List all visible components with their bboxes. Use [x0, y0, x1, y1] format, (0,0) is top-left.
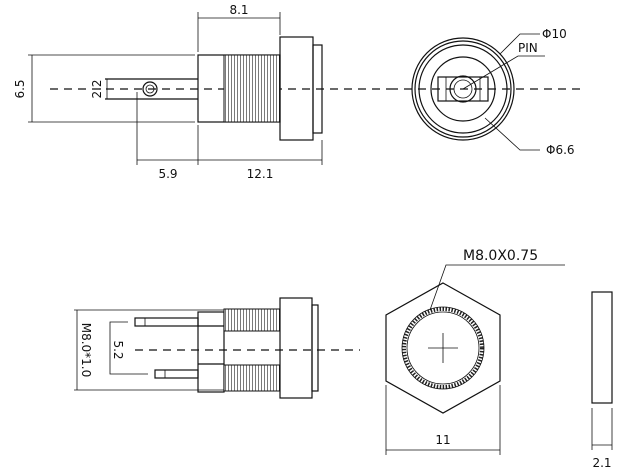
outer-circle [411, 37, 515, 141]
hex-nut [385, 282, 501, 414]
thread-lower [223, 364, 281, 392]
label-outer-diameter: Φ10 [542, 27, 567, 41]
flange [279, 297, 313, 399]
nut-front-view: M8.0X0.75 11 [385, 248, 565, 455]
dim-pin-hole: 2.2 [90, 79, 104, 98]
pin-upper [134, 317, 199, 327]
pin-circle [449, 75, 477, 103]
body [197, 311, 225, 393]
dim-height: 6.5 [13, 79, 27, 98]
pin-hole [142, 81, 158, 97]
nut-thread [402, 307, 484, 389]
dim-nut-thickness: 2.1 [592, 456, 611, 470]
dim-body-length: 8.1 [229, 3, 248, 17]
pin-lower [154, 369, 199, 379]
top-front-view: Φ10 PIN Φ6.6 [390, 27, 580, 157]
thread [223, 54, 281, 123]
nut-side [591, 291, 613, 404]
label-nut-thread: M8.0X0.75 [463, 248, 538, 264]
dim-pin-offset: 5.9 [158, 167, 177, 181]
thread-upper [223, 308, 281, 332]
label-inner-diameter: Φ6.6 [546, 143, 575, 157]
pin-block [437, 76, 489, 102]
dim-pin-spacing: 5.2 [111, 340, 125, 359]
dim-nut-width: 11 [435, 433, 450, 447]
dim-thread: M8.0*1.0 [79, 323, 93, 378]
flange-ring [312, 44, 323, 134]
dim-total-length: 12.1 [247, 167, 274, 181]
nut-side-view: 2.1 [591, 291, 613, 470]
bottom-side-view: M8.0*1.0 5.2 [74, 297, 360, 399]
label-pin: PIN [518, 41, 538, 55]
top-side-view: 6.5 2.2 8.1 5.9 12.1 [13, 3, 390, 181]
